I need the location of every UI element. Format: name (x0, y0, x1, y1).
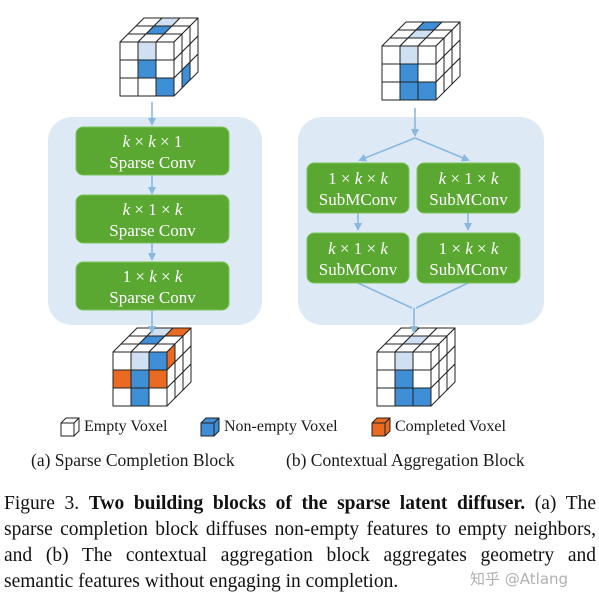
legend-label-nonempty: Non-empty Voxel (224, 418, 338, 435)
completed-voxel-icon (371, 417, 391, 437)
conv-block-a2-kernel: k × 1 × k (123, 200, 183, 219)
conv-block-a3-type: Sparse Conv (109, 288, 196, 307)
caption-prefix: Figure 3. (4, 493, 80, 514)
conv-block-b3: k × 1 × k SubMConv (306, 232, 410, 284)
arrow (358, 137, 416, 162)
conv-block-b4-type: SubMConv (429, 260, 508, 279)
conv-block-b2-type: SubMConv (429, 190, 508, 209)
voxel-cube-output-b (376, 327, 456, 407)
panel-b-arrows (354, 108, 472, 334)
conv-block-a3: 1 × k × k Sparse Conv (75, 261, 230, 311)
arrow (414, 137, 470, 162)
caption-title: Two building blocks of the sparse latent… (88, 493, 526, 514)
conv-block-a3-kernel: 1 × k × k (123, 267, 183, 286)
conv-block-a1-kernel: k × k × 1 (123, 132, 183, 151)
subcaption-b: (b) Contextual Aggregation Block (286, 450, 525, 470)
watermark: 知乎 @Atlang (470, 570, 569, 588)
conv-block-b4-kernel: 1 × k × k (439, 239, 499, 258)
conv-block-b1-type: SubMConv (319, 190, 398, 209)
arrow (357, 282, 413, 309)
legend-label-completed: Completed Voxel (395, 418, 507, 435)
legend-label-empty: Empty Voxel (84, 418, 168, 435)
conv-block-a1: k × k × 1 Sparse Conv (75, 126, 230, 176)
caption-body: (a) The sparse completion block diffuses… (4, 493, 597, 592)
voxel-cube-input-b (381, 21, 461, 101)
conv-block-b2-kernel: k × 1 × k (439, 169, 499, 188)
conv-block-b1: 1 × k × k SubMConv (306, 162, 410, 214)
conv-block-a1-type: Sparse Conv (109, 153, 196, 172)
subcaption-a: (a) Sparse Completion Block (31, 450, 235, 470)
conv-block-b3-kernel: k × 1 × k (328, 239, 388, 258)
voxel-cube-input-a (119, 17, 199, 97)
conv-block-b3-type: SubMConv (319, 260, 398, 279)
conv-block-b1-kernel: 1 × k × k (328, 169, 388, 188)
arrow (415, 282, 469, 309)
nonempty-voxel-icon (200, 417, 220, 437)
conv-block-a2: k × 1 × k Sparse Conv (75, 194, 230, 244)
figure-diagram: k × k × 1 Sparse Conv k × 1 × k Sparse C… (31, 17, 544, 470)
legend: Empty Voxel Non-empty Voxel Completed Vo… (60, 417, 507, 437)
conv-block-a2-type: Sparse Conv (109, 221, 196, 240)
figure-caption: Figure 3. Two building blocks of the spa… (4, 491, 596, 595)
voxel-cube-output-a (112, 327, 192, 407)
conv-block-b4: 1 × k × k SubMConv (416, 232, 521, 284)
empty-voxel-icon (60, 417, 80, 437)
conv-block-b2: k × 1 × k SubMConv (416, 162, 521, 214)
panel-b-background (298, 117, 544, 325)
